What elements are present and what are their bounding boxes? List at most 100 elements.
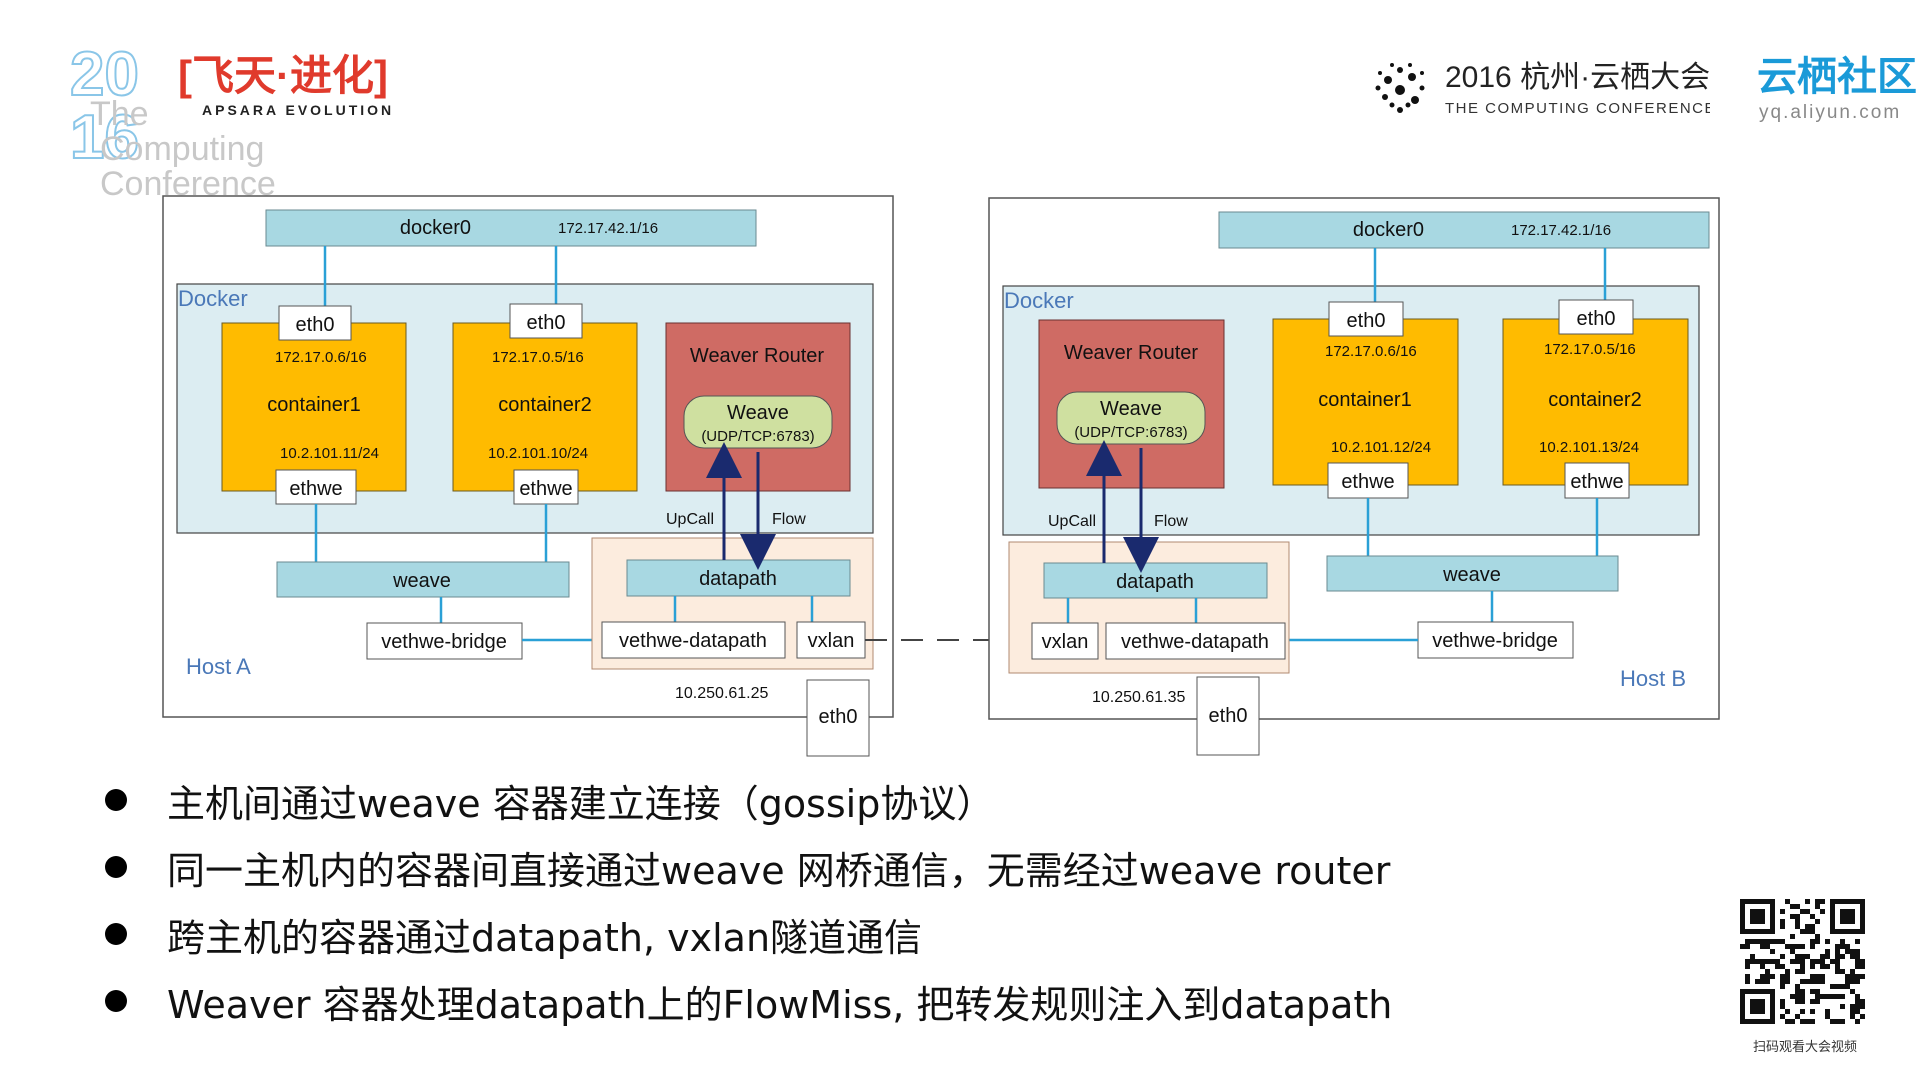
conference-logo: 2016 杭州·云栖大会 THE COMPUTING CONFERENCE <box>1370 55 1715 125</box>
host-b-c2-ethwe-box <box>1564 462 1630 499</box>
bullet-dot <box>105 856 127 878</box>
host-b-c2-ip: 172.17.0.5/16 <box>1544 341 1636 358</box>
bullet-item-4: Weaver 容器处理datapath上的FlowMiss, 把转发规则注入到d… <box>105 971 1392 1031</box>
host-a-c2-eth0-box <box>509 303 583 339</box>
host-b-vethwe-datapath-box <box>1105 622 1286 660</box>
logo-year-top: 20 <box>70 40 139 109</box>
host-b-c2-eth0: eth0 <box>1577 308 1616 330</box>
host-b-c1-name: container1 <box>1318 389 1411 411</box>
bullet-text: 同一主机内的容器间直接通过weave 网桥通信，无需经过weave router <box>167 848 1391 893</box>
bullet-item-2: 同一主机内的容器间直接通过weave 网桥通信，无需经过weave router <box>105 837 1390 897</box>
host-a-weave-label: Weave <box>727 402 789 424</box>
host-a: docker0 172.17.42.1/16 Docker eth0 172.1… <box>162 195 894 757</box>
host-a-c1-name: container1 <box>267 394 360 416</box>
logo-title-cn: [飞天·进化] <box>178 52 388 99</box>
logo-subtitle-1: The <box>90 95 149 133</box>
yunqi-logo-graphic: 云栖社区 yq.aliyun.com <box>1757 55 1917 123</box>
host-a-docker0-bridge <box>265 209 757 247</box>
host-a-eth0-box <box>806 679 870 757</box>
bullet-text: 跨主机的容器通过datapath, vxlan隧道通信 <box>167 915 923 960</box>
bullet-item-3: 跨主机的容器通过datapath, vxlan隧道通信 <box>105 904 922 964</box>
host-a-datapath-box <box>626 559 851 597</box>
host-a-docker0-ip: 172.17.42.1/16 <box>558 220 658 237</box>
host-b-c2-name: container2 <box>1548 389 1641 411</box>
conference-logo-graphic: 2016 杭州·云栖大会 THE COMPUTING CONFERENCE <box>1375 61 1715 117</box>
host-b-vxlan: vxlan <box>1042 631 1089 653</box>
host-b-datapath: datapath <box>1116 571 1194 593</box>
host-b-c1-ethwe: ethwe <box>1341 471 1394 493</box>
logo-title-en: APSARA EVOLUTION <box>202 102 394 118</box>
host-b-docker-label: Docker <box>1004 288 1074 313</box>
host-a-vethwe-bridge-box <box>366 622 523 660</box>
logo-year-bottom: 16 <box>70 103 139 172</box>
host-a-c2-ethwe-box <box>513 469 579 505</box>
host-b-c2-eth0-box <box>1558 299 1634 335</box>
host-a-container2 <box>452 322 638 492</box>
brand-title-cn: 云栖社区 <box>1757 55 1917 99</box>
host-b-c1-weave-ip: 10.2.101.12/24 <box>1331 439 1431 456</box>
host-a-container1 <box>221 322 407 492</box>
host-b-vethwe-bridge: vethwe-bridge <box>1432 630 1558 652</box>
bullet-text: Weaver 容器处理datapath上的FlowMiss, 把转发规则注入到d… <box>167 982 1393 1027</box>
host-a-vethwe-datapath-box <box>601 621 786 659</box>
host-a-weave-bridge-label: weave <box>392 570 451 592</box>
qr-code-block: 扫码观看大会视频 <box>1730 895 1880 1055</box>
host-a-weave-process <box>683 395 833 449</box>
host-a-c1-eth0-box <box>278 305 352 341</box>
host-b-vethwe-datapath: vethwe-datapath <box>1121 631 1269 653</box>
host-b-c1-ip: 172.17.0.6/16 <box>1325 343 1417 360</box>
host-a-vethwe-bridge: vethwe-bridge <box>381 631 507 653</box>
host-a-c1-weave-ip: 10.2.101.11/24 <box>280 445 379 462</box>
host-a-c2-ethwe: ethwe <box>519 478 572 500</box>
host-a-c1-ip: 172.17.0.6/16 <box>275 349 367 366</box>
host-a-flow-label: Flow <box>772 511 806 528</box>
qr-code-icon[interactable] <box>1730 895 1880 1030</box>
host-b-label: Host B <box>1620 666 1686 691</box>
host-b-c2-ethwe: ethwe <box>1570 471 1623 493</box>
host-b-container2 <box>1502 318 1689 486</box>
cloud-dots-icon <box>1375 63 1425 113</box>
host-b: docker0 172.17.42.1/16 Docker Weaver Rou… <box>988 197 1720 756</box>
host-b-docker0-label: docker0 <box>1353 219 1424 241</box>
host-b-docker0-ip: 172.17.42.1/16 <box>1511 222 1611 239</box>
host-a-weave-bridge <box>276 561 570 598</box>
host-b-weave-port: (UDP/TCP:6783) <box>1074 424 1187 441</box>
host-a-weave-port: (UDP/TCP:6783) <box>701 428 814 445</box>
bullet-dot <box>105 923 127 945</box>
host-a-c2-ip: 172.17.0.5/16 <box>492 349 584 366</box>
host-a-docker-label: Docker <box>178 286 248 311</box>
host-b-router-title: Weaver Router <box>1064 342 1198 364</box>
host-a-c1-ethwe: ethwe <box>289 478 342 500</box>
host-a-c1-ethwe-box <box>275 469 357 505</box>
host-b-vethwe-bridge-box <box>1417 621 1574 659</box>
qr-caption: 扫码观看大会视频 <box>1752 1040 1857 1055</box>
host-a-c1-eth0: eth0 <box>296 314 335 336</box>
host-a-datapath: datapath <box>699 568 777 590</box>
host-b-weave-process <box>1056 391 1206 445</box>
host-a-eth0: eth0 <box>819 706 858 728</box>
host-a-c2-name: container2 <box>498 394 591 416</box>
host-a-ip: 10.250.61.25 <box>675 685 769 702</box>
brand-url: yq.aliyun.com <box>1759 102 1901 123</box>
bullet-item-1: 主机间通过weave 容器建立连接（gossip协议） <box>105 770 994 830</box>
host-b-weave-bridge <box>1326 555 1619 592</box>
host-b-vxlan-box <box>1031 622 1099 660</box>
host-b-c1-eth0-box <box>1328 301 1404 337</box>
host-b-upcall-label: UpCall <box>1048 513 1096 530</box>
event-title-en: THE COMPUTING CONFERENCE <box>1445 100 1710 117</box>
host-b-flow-label: Flow <box>1154 513 1188 530</box>
bullet-dot <box>105 990 127 1012</box>
host-b-weave-bridge-label: weave <box>1442 564 1501 586</box>
host-b-c1-ethwe-box <box>1327 462 1409 499</box>
host-a-vxlan: vxlan <box>808 630 855 652</box>
yunqi-logo: 云栖社区 yq.aliyun.com <box>1755 50 1919 130</box>
host-a-c2-weave-ip: 10.2.101.10/24 <box>488 445 588 462</box>
host-a-vethwe-datapath: vethwe-datapath <box>619 630 767 652</box>
host-b-eth0: eth0 <box>1209 705 1248 727</box>
event-title-cn: 2016 杭州·云栖大会 <box>1445 61 1710 94</box>
bullet-dot <box>105 789 127 811</box>
host-b-docker0-bridge <box>1218 211 1710 249</box>
host-a-upcall-label: UpCall <box>666 511 714 528</box>
host-a-label: Host A <box>186 654 251 679</box>
host-a-c2-eth0: eth0 <box>527 312 566 334</box>
